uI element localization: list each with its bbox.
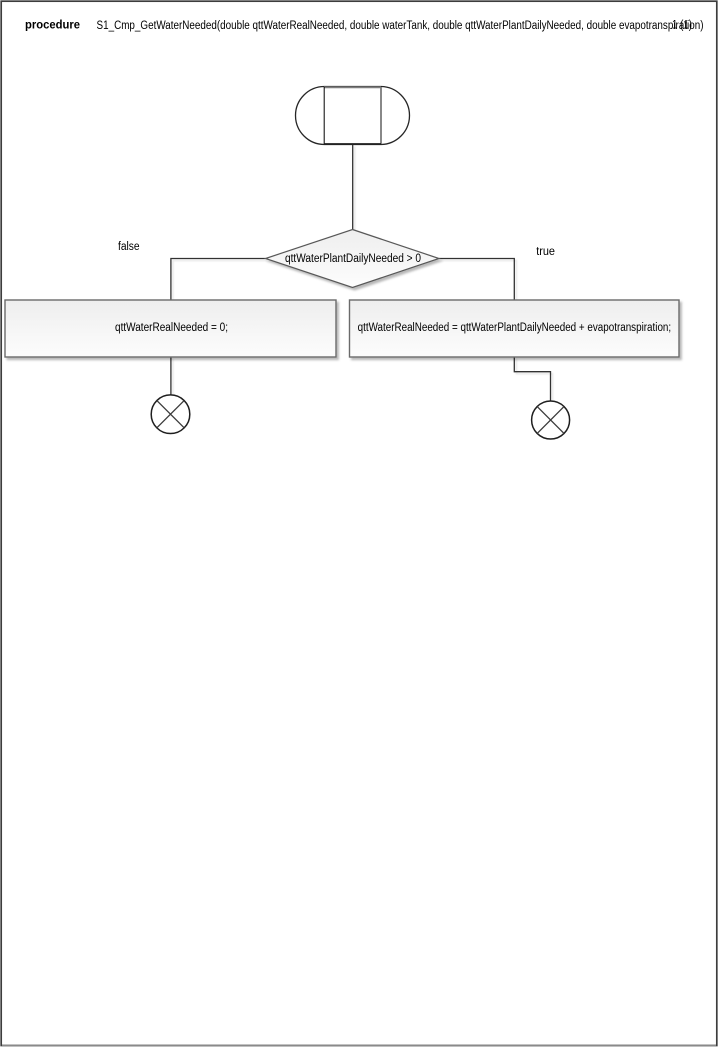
svg-text:S1_Cmp_GetWaterNeeded(double q: S1_Cmp_GetWaterNeeded(double qttWaterRea…: [97, 20, 704, 32]
svg-text:qttWaterPlantDailyNeeded > 0: qttWaterPlantDailyNeeded > 0: [285, 253, 421, 265]
svg-text:qttWaterRealNeeded = 0;: qttWaterRealNeeded = 0;: [115, 322, 228, 334]
svg-text:false: false: [118, 241, 140, 253]
svg-text:1 (1): 1 (1): [672, 20, 692, 32]
svg-text:true: true: [536, 246, 555, 258]
svg-text:procedure: procedure: [25, 20, 80, 32]
svg-text:qttWaterRealNeeded = qttWaterP: qttWaterRealNeeded = qttWaterPlantDailyN…: [358, 322, 672, 334]
